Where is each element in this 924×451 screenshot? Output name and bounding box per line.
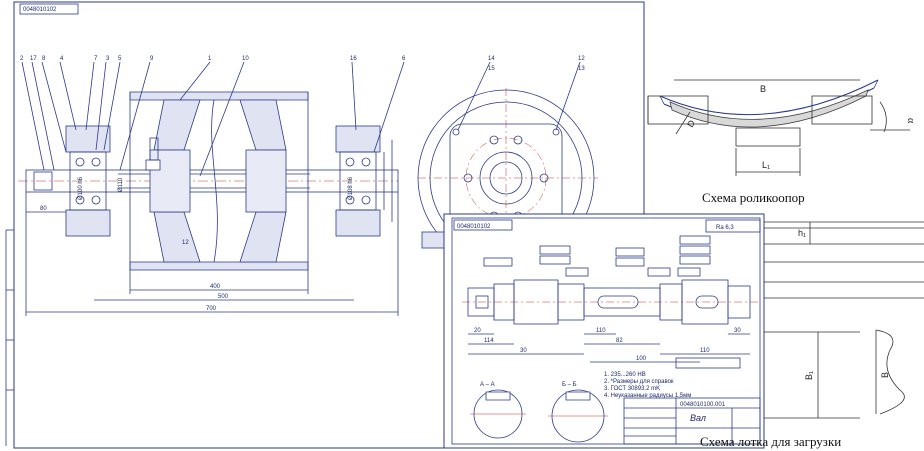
shaft-title: Вал [690, 413, 706, 423]
shaft-dim-4: 110 [596, 328, 606, 334]
part-label-6: 6 [402, 56, 406, 62]
roller-label-d: D [685, 118, 697, 129]
shaft-dim-2: 114 [484, 338, 494, 344]
section-aa-label: А – А [480, 382, 495, 388]
roller-label-l1: L₁ [762, 160, 770, 170]
part-label-4: 4 [60, 56, 64, 62]
shaft-note-4: 4. Неуказанные радиусы 1,5мм [604, 393, 691, 399]
part-label-3: 3 [106, 56, 110, 62]
part-label-5: 5 [118, 56, 122, 62]
part-label-15: 15 [488, 66, 495, 72]
roughness-label: Ra 6,3 [716, 225, 734, 231]
shaft-stamp-code: 0048010100.001 [680, 402, 726, 408]
shaft-dim-1: 20 [474, 328, 481, 334]
chute-label-b: B [880, 372, 890, 378]
dim-500: 500 [218, 294, 229, 300]
shaft-detail-sheet [443, 213, 765, 449]
dim-400: 400 [210, 284, 221, 290]
dim-d110: Ø110 [118, 177, 124, 192]
part-label-12: 12 [578, 56, 585, 62]
shaft-dim-8: 110 [700, 348, 710, 354]
part-label-10: 10 [242, 56, 249, 62]
chute-scheme [764, 221, 924, 419]
shaft-dim-7: 30 [734, 328, 741, 334]
shaft-dim-6: 100 [636, 356, 647, 362]
part-label-17: 17 [30, 56, 37, 62]
dim-d100: Ø100 h6 [78, 176, 84, 200]
shaft-note-1: 1. 235...260 HB [604, 372, 646, 378]
part-label-9: 9 [150, 56, 154, 62]
part-label-16: 16 [350, 56, 357, 62]
roller-label-b: B [760, 84, 766, 94]
part-label-7: 7 [94, 56, 98, 62]
shaft-note-3: 3. ГОСТ 30893.2 mK [604, 386, 660, 392]
roller-label-alpha: α [905, 118, 916, 124]
dim-d108: Ø108 h6 [348, 176, 354, 200]
part-label-8: 8 [42, 56, 46, 62]
part-label-13: 13 [578, 66, 585, 72]
chute-label-b1: B₁ [804, 371, 814, 380]
shaft-note-2: 2. *Размеры для справок [604, 379, 674, 385]
part-label-2: 2 [20, 56, 24, 62]
section-bb-label: Б – Б [562, 382, 577, 388]
chute-label-h1: h₁ [798, 228, 806, 238]
main-stamp-code: 0048010102 [23, 7, 57, 13]
roller-scheme-caption: Схема роликоопор [702, 190, 805, 205]
part-label-14: 14 [488, 56, 495, 62]
part-label-1: 1 [208, 56, 212, 62]
shaft-stamp-code-top: 0048010102 [457, 224, 491, 230]
dim-12: 12 [182, 240, 189, 246]
chute-scheme-caption: Схема лотка для загрузки [700, 434, 842, 449]
shaft-dim-3: 30 [520, 348, 527, 354]
main-assembly-sheet: 0048010102 [5, 1, 645, 449]
shaft-dim-5: 82 [616, 338, 623, 344]
dim-80: 80 [40, 206, 47, 212]
roller-support-scheme [647, 79, 910, 176]
dim-700: 700 [206, 306, 217, 312]
